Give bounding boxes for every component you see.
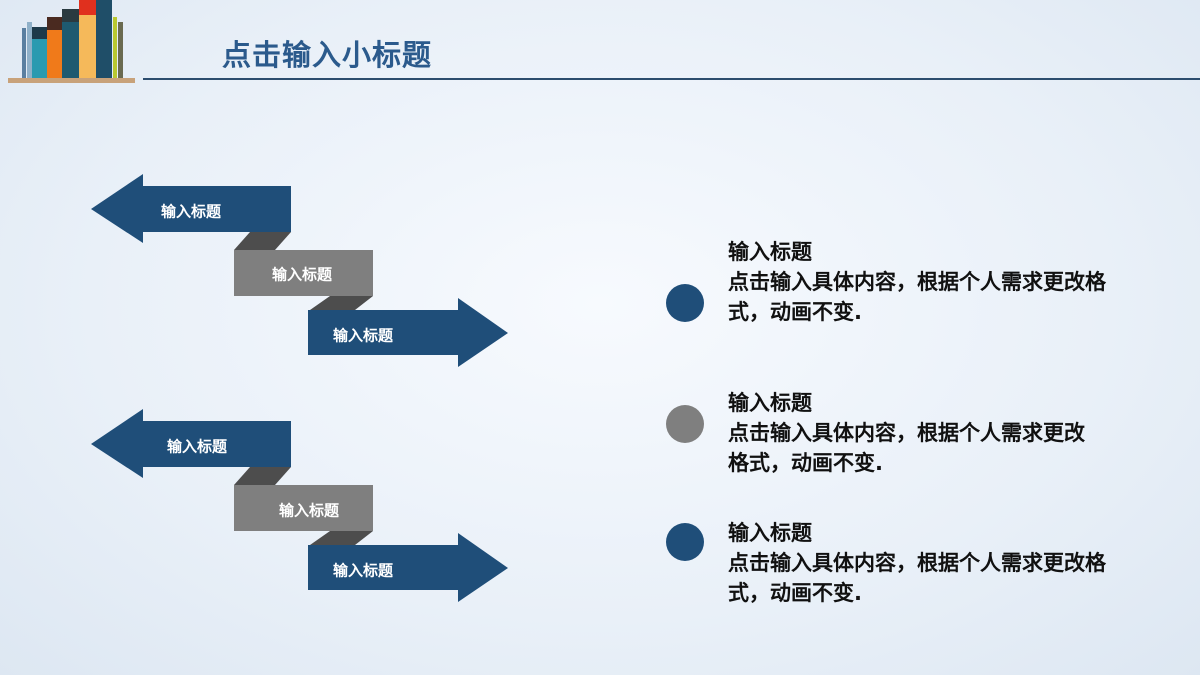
item-2[interactable]: 输入标题 点击输入具体内容，根据个人需求更改格式，动画不变. xyxy=(728,388,1093,478)
bookshelf-icon xyxy=(8,0,135,83)
arrow-group-1 xyxy=(91,174,508,367)
arrow-label[interactable]: 输入标题 xyxy=(332,326,394,345)
arrow-left xyxy=(91,174,291,243)
page-title: 点击输入小标题 xyxy=(222,38,433,72)
arrow-label[interactable]: 输入标题 xyxy=(166,437,228,456)
item-title: 输入标题 xyxy=(728,521,812,545)
connector-bottom xyxy=(310,296,373,310)
arrow-right xyxy=(308,298,508,367)
arrow-group-2 xyxy=(91,409,508,602)
item-3[interactable]: 输入标题 点击输入具体内容，根据个人需求更改格式，动画不变. xyxy=(728,518,1118,608)
middle-box xyxy=(234,485,373,531)
box-label[interactable]: 输入标题 xyxy=(271,265,333,284)
item-body: 点击输入具体内容，根据个人需求更改格式，动画不变. xyxy=(728,551,1106,605)
arrow-right xyxy=(308,533,508,602)
connector-top xyxy=(234,467,291,485)
item-title: 输入标题 xyxy=(728,391,812,415)
item-1[interactable]: 输入标题 点击输入具体内容，根据个人需求更改格式，动画不变. xyxy=(728,237,1118,327)
bullet-dot xyxy=(666,523,704,561)
connector-bottom xyxy=(310,531,373,545)
middle-box xyxy=(234,250,373,296)
connector-top xyxy=(234,232,291,250)
arrow-label[interactable]: 输入标题 xyxy=(160,202,222,221)
box-label[interactable]: 输入标题 xyxy=(278,501,340,520)
item-body: 点击输入具体内容，根据个人需求更改格式，动画不变. xyxy=(728,421,1085,475)
arrow-label[interactable]: 输入标题 xyxy=(332,561,394,580)
arrow-left xyxy=(91,409,291,478)
item-body: 点击输入具体内容，根据个人需求更改格式，动画不变. xyxy=(728,270,1106,324)
bullet-dot xyxy=(666,405,704,443)
header-rule xyxy=(143,78,1200,80)
item-title: 输入标题 xyxy=(728,240,812,264)
bullet-dot xyxy=(666,284,704,322)
